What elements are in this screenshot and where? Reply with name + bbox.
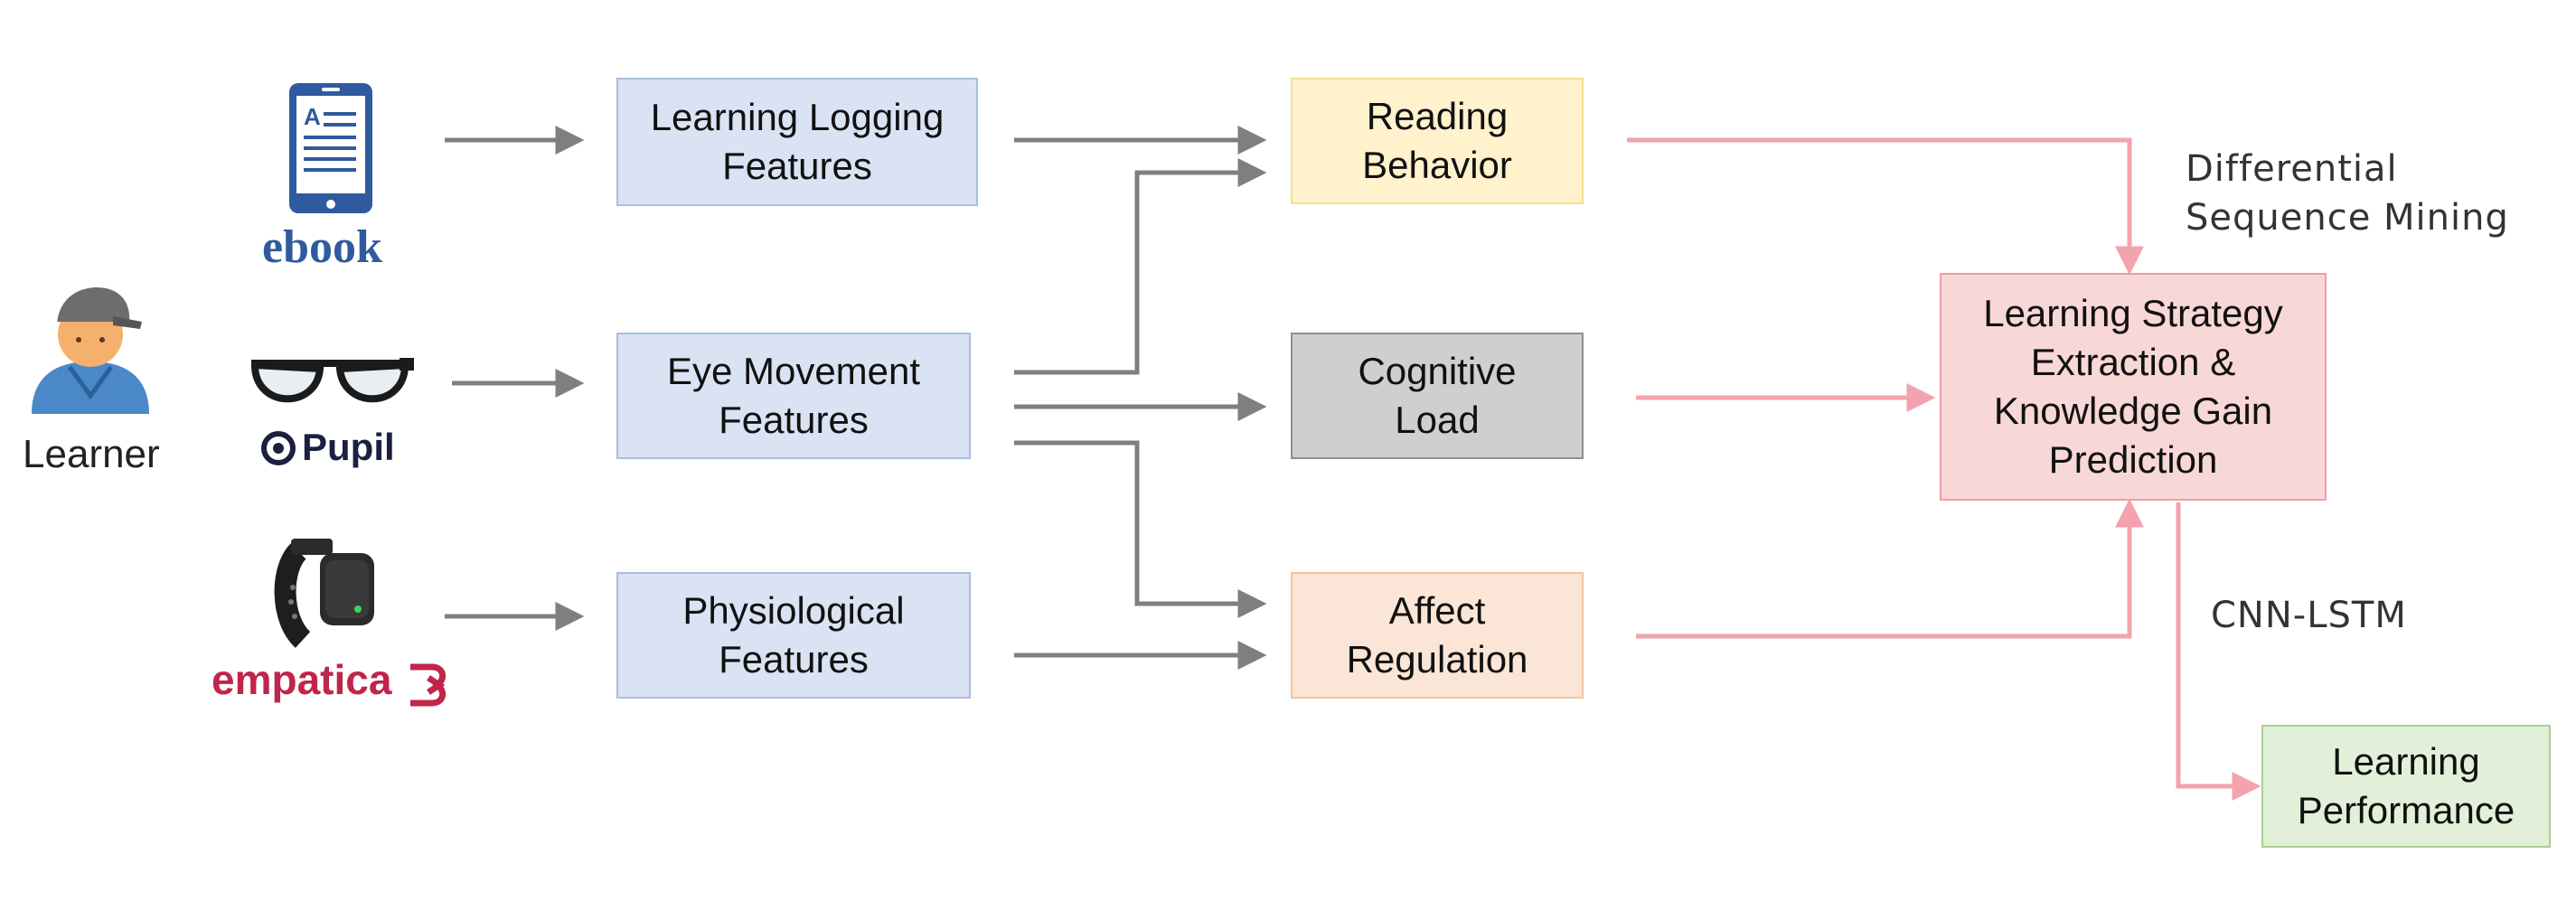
cnn-lstm-label: CNN-LSTM <box>2211 595 2407 636</box>
pupil-logo-icon <box>261 431 296 465</box>
arrow-reading-to-strategy <box>1627 137 2144 276</box>
affect-regulation-box: Affect Regulation <box>1291 572 1584 699</box>
eyetracker-glasses-icon <box>250 358 414 403</box>
empatica-logo: empatica <box>212 656 392 703</box>
learner-label: Learner <box>23 432 160 476</box>
learner-icon <box>32 287 149 414</box>
cognitive-load-box: Cognitive Load <box>1291 333 1584 459</box>
arrow-eye-to-reading <box>1014 158 1267 375</box>
wristband-icon <box>274 539 374 648</box>
arrow-strategy-to-performance <box>2176 502 2261 801</box>
arrow-affect-to-strategy <box>1636 498 2144 639</box>
empatica-heart-icon <box>410 663 447 707</box>
arrow-eye-to-affect <box>1014 440 1267 618</box>
learning-performance-box: Learning Performance <box>2261 725 2551 848</box>
learning-logging-features-box: Learning Logging Features <box>616 78 978 206</box>
pupil-logo: Pupil <box>302 426 395 468</box>
physiological-features-box: Physiological Features <box>616 572 971 699</box>
reading-behavior-box: Reading Behavior <box>1291 78 1584 204</box>
learning-strategy-box: Learning Strategy Extraction & Knowledge… <box>1940 273 2327 501</box>
tablet-icon: A <box>289 83 372 213</box>
eye-movement-features-box: Eye Movement Features <box>616 333 971 459</box>
differential-sequence-mining-label: Differential Sequence Mining <box>2186 148 2509 239</box>
ebook-logo: ebook <box>262 221 382 273</box>
svg-text:A: A <box>304 103 321 130</box>
